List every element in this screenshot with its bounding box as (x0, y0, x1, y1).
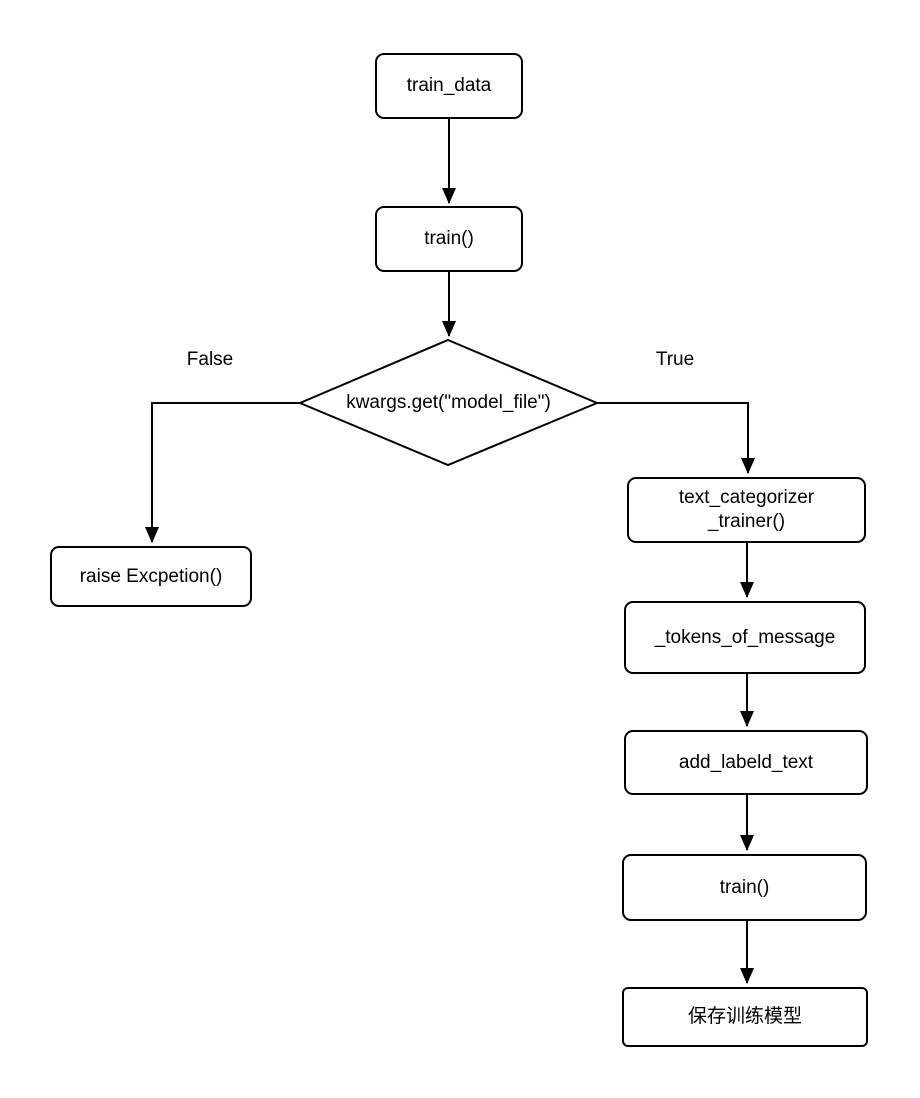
edge-true-to-text-categorizer (597, 402, 755, 474)
node-train: train() (375, 206, 523, 272)
decision-diamond-shape (297, 338, 600, 467)
decision-label: kwargs.get("model_file") (346, 391, 551, 413)
node-train-2: train() (622, 854, 867, 921)
edge-label-true: True (655, 349, 695, 370)
node-tokens-of-message: _tokens_of_message (624, 601, 866, 674)
node-train-data: train_data (375, 53, 523, 119)
node-add-labeld-text: add_labeld_text (624, 730, 868, 795)
edge-false-to-raise-exception (145, 402, 300, 543)
node-save-model: 保存训练模型 (622, 987, 868, 1047)
edge-label-false: False (186, 349, 234, 370)
node-raise-exception: raise Excpetion() (50, 546, 252, 607)
node-text-categorizer-trainer: text_categorizer _trainer() (627, 477, 866, 543)
